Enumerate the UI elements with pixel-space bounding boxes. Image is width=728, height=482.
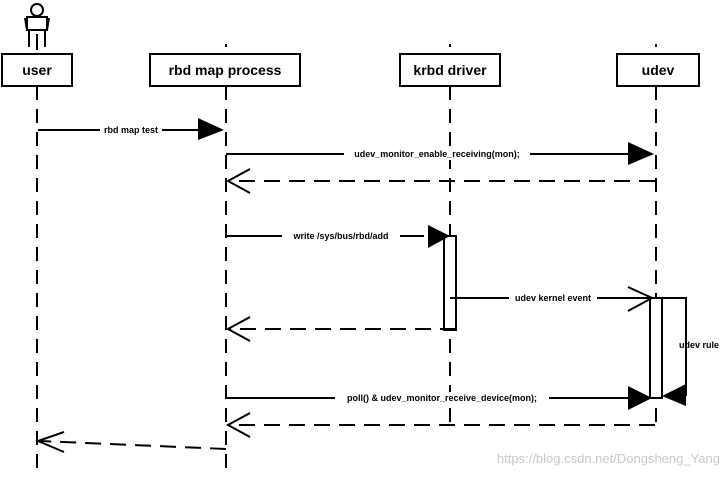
return-arrow-rbd-map-to-user: [35, 431, 227, 453]
message-rbd-map-test-label: rbd map test: [104, 125, 158, 135]
message-udev-rule-label: udev rule: [679, 340, 719, 350]
participant-krbd-driver-box: [399, 53, 501, 87]
message-enable-receiving-label: udev_monitor_enable_receiving(mon);: [354, 149, 520, 159]
activation-krbd-driver: [443, 235, 457, 331]
message-udev-kernel-event-label: udev kernel event: [515, 293, 591, 303]
actor-user-icon: [24, 3, 50, 50]
return-arrow-krbd-to-rbd-map: [225, 316, 456, 342]
message-udev-rule-self-arrow: [660, 297, 687, 406]
return-arrow-udev-to-rbd-map-2: [225, 412, 655, 438]
participant-udev-label: udev: [642, 62, 675, 78]
participant-user-box: [1, 53, 73, 87]
participant-udev-box: [616, 53, 700, 87]
message-poll-receive-device-label: poll() & udev_monitor_receive_device(mon…: [347, 393, 537, 403]
message-write-sys-bus-label: write /sys/bus/rbd/add: [292, 231, 388, 241]
participant-rbd-map-process-label: rbd map process: [169, 62, 282, 78]
return-arrow-udev-to-rbd-map: [225, 168, 655, 194]
participant-krbd-driver-label: krbd driver: [413, 62, 487, 78]
activation-udev: [649, 297, 663, 399]
participant-rbd-map-process-box: [149, 53, 301, 87]
participant-user-label: user: [22, 62, 52, 78]
watermark: https://blog.csdn.net/Dongsheng_Yang: [497, 451, 720, 466]
